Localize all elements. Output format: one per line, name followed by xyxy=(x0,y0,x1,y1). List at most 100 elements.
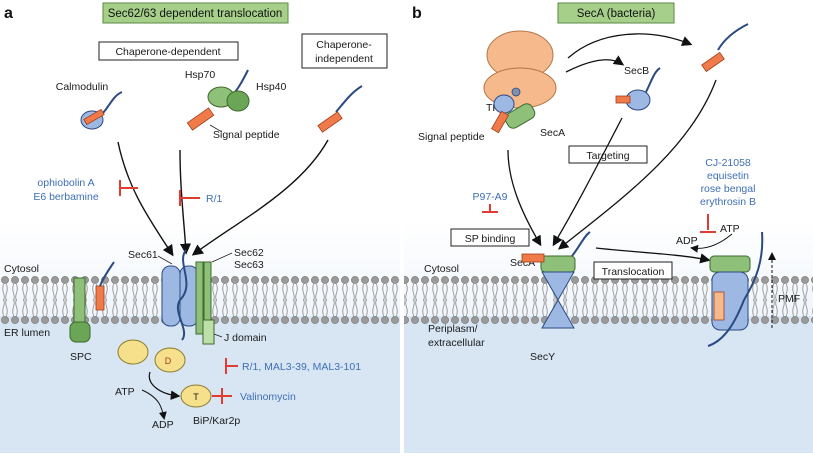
p97-label: P97-A9 xyxy=(472,191,507,203)
arrow-to-secb xyxy=(565,55,625,73)
periplasm-label-2: extracellular xyxy=(428,337,485,349)
bip-2 xyxy=(154,347,186,373)
secb-peptide xyxy=(615,95,631,104)
secy-right-chain xyxy=(707,231,764,347)
inhibitor-rose-bengal: rose bengal xyxy=(701,183,756,195)
panel-b-title-box xyxy=(557,2,675,24)
sec63-label: Sec63 xyxy=(234,259,264,271)
sec62-pointer xyxy=(211,252,233,263)
pmf-label: PMF xyxy=(778,293,800,305)
atp-adp-arrow xyxy=(141,389,167,420)
secy-left-channel xyxy=(541,271,575,329)
hsp40-label: Hsp40 xyxy=(256,81,287,93)
free-chain xyxy=(717,23,749,51)
ribosome-exit xyxy=(511,87,521,97)
calmodulin-label: Calmodulin xyxy=(56,81,109,93)
sec61-label: Sec61 xyxy=(128,249,158,261)
inhibitor-ophiobolin: ophiobolin A xyxy=(37,177,94,189)
sec63-helix xyxy=(203,261,212,321)
pmf-arrowhead xyxy=(768,252,776,260)
signal-peptide-b-shape xyxy=(490,110,510,134)
seca-mem-peptide xyxy=(521,253,545,263)
signal-peptide-shape xyxy=(186,107,215,131)
sec61-left xyxy=(161,265,181,327)
panel-a-lumen-bg xyxy=(0,316,400,453)
secy-right-peptide xyxy=(713,291,725,321)
sp-binding-box xyxy=(450,228,530,247)
sp-binding-label: SP binding xyxy=(465,233,516,245)
seca-top-label: SecA xyxy=(540,127,565,139)
secb-label: SecB xyxy=(624,65,649,77)
adp-b: ADP xyxy=(676,235,698,247)
spc-body xyxy=(69,321,91,343)
independent-chain xyxy=(335,85,363,113)
cytosol-label-b: Cytosol xyxy=(424,263,459,275)
adp-a: ADP xyxy=(152,419,174,431)
bip-1 xyxy=(117,339,149,365)
free-peptide xyxy=(701,51,725,73)
hsp40-protein xyxy=(226,90,250,112)
bip-label: BiP/Kar2p xyxy=(193,415,240,427)
er-lumen-label: ER lumen xyxy=(4,327,50,339)
arrow-calmodulin-path xyxy=(117,141,174,257)
calmodulin-signal-peptide xyxy=(83,108,105,126)
cytosol-label-a: Cytosol xyxy=(4,263,39,275)
inhibitor-berbamine: E6 berbamine xyxy=(33,191,99,203)
sec62-helix xyxy=(195,261,204,335)
inhibitor-equisetin: equisetin xyxy=(707,170,749,182)
hsp70-label: Hsp70 xyxy=(185,69,216,81)
signal-peptide-b-label: Signal peptide xyxy=(418,131,485,143)
bip-t-label: T xyxy=(193,392,199,402)
seca-mem-chain xyxy=(571,231,591,257)
panel-b: b SecA (bacteria) TF SecA Signal peptide… xyxy=(404,2,813,453)
inhibitor-valinomycin: Valinomycin xyxy=(240,391,296,403)
seca-top-protein xyxy=(504,103,536,129)
translocation-label: Translocation xyxy=(602,266,665,278)
panel-a: a Sec62/63 dependent translocation Chape… xyxy=(0,2,400,453)
arrow-translocation xyxy=(595,247,711,264)
independent-signal-peptide xyxy=(317,111,343,133)
chaperone-dependent-label: Chaperone-dependent xyxy=(115,46,220,58)
chaperone-independent-label-1: Chaperone- xyxy=(316,39,372,51)
seca-right-protein xyxy=(709,255,751,273)
inhibitor-r1-mal: R/1, MAL3-39, MAL3-101 xyxy=(242,361,361,373)
panel-a-title: Sec62/63 dependent translocation xyxy=(108,8,283,20)
j-domain-shape xyxy=(202,319,215,345)
atp-adp-arrow-b xyxy=(690,233,733,253)
arrow-hsp-path xyxy=(179,149,192,255)
seca-mem-protein xyxy=(540,255,576,273)
atp-b: ATP xyxy=(720,223,740,235)
spc-label: SPC xyxy=(70,351,92,363)
chaperone-independent-label-2: independent xyxy=(315,53,373,65)
sec61-pointer xyxy=(157,255,173,265)
arrow-secb-to-membrane xyxy=(552,117,623,247)
sec61-chain xyxy=(177,249,188,341)
secb-chain xyxy=(645,67,661,93)
signal-peptide-label: Signal peptide xyxy=(213,129,280,141)
panel-a-title-box xyxy=(102,2,289,24)
periplasm-label-1: Periplasm/ xyxy=(428,323,478,335)
translocation-box xyxy=(593,261,673,280)
inhibitor-erythrosin: erythrosin B xyxy=(700,196,756,208)
bip-3 xyxy=(180,384,212,408)
chaperone-independent-box xyxy=(301,33,388,69)
arrow-ribosome-to-membrane xyxy=(507,149,542,247)
bip-cycle-arrow xyxy=(148,371,181,400)
chaperone-dependent-box xyxy=(98,41,239,61)
spc-signal-peptide xyxy=(95,285,105,311)
sec62-label: Sec62 xyxy=(234,247,264,259)
panel-a-letter: a xyxy=(4,5,13,22)
inhibitor-r1: R/1 xyxy=(206,193,223,205)
signal-peptide-pointer xyxy=(209,124,223,133)
arrow-free-to-membrane xyxy=(557,79,717,250)
panel-b-title: SecA (bacteria) xyxy=(577,8,656,20)
tf-protein xyxy=(493,94,515,114)
secy-label: SecY xyxy=(530,351,555,363)
spc-chain xyxy=(99,261,115,287)
bip-d-label: D xyxy=(165,356,172,366)
arrow-to-free xyxy=(567,33,693,59)
arrow-independent-path xyxy=(191,139,329,256)
targeting-label: Targeting xyxy=(586,150,629,162)
